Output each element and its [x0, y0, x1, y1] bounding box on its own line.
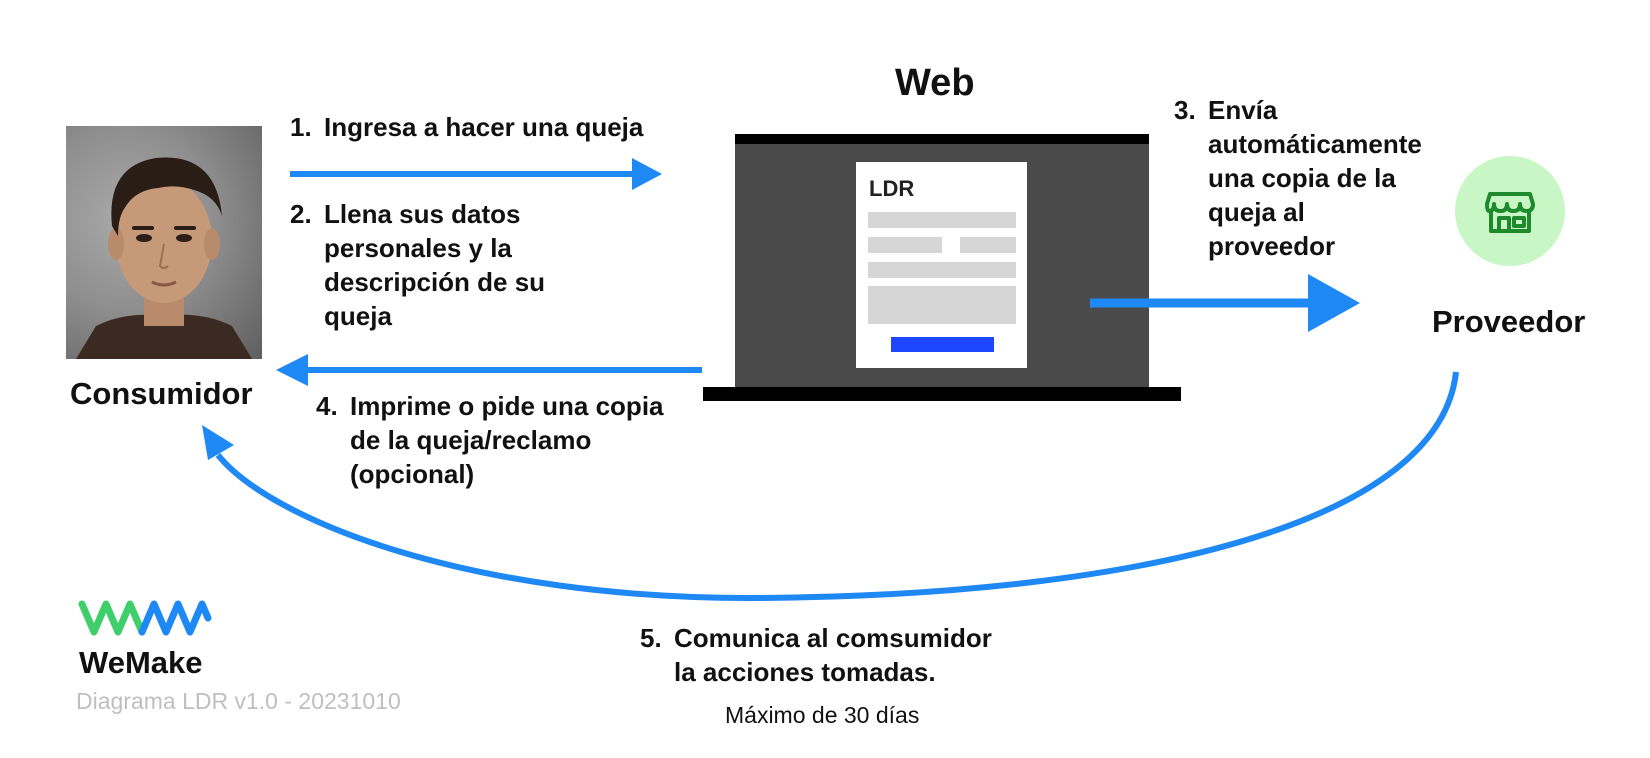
- step-text: Ingresa a hacer una queja: [324, 112, 644, 142]
- step-number: 3.: [1174, 95, 1196, 125]
- step-text: Comunica al comsumidor la acciones tomad…: [674, 623, 992, 687]
- provider-icon-circle: [1455, 156, 1565, 266]
- ldr-form-title: LDR: [869, 176, 915, 201]
- store-icon: [1485, 192, 1535, 233]
- step-number: 4.: [316, 391, 338, 421]
- step-3: 3. Envía automáticamente una copia de la…: [1174, 93, 1422, 263]
- step-1: 1. Ingresa a hacer una queja: [290, 110, 643, 144]
- step-text: Envía automáticamente una copia de la qu…: [1208, 95, 1422, 261]
- step-5: 5. Comunica al comsumidor la acciones to…: [640, 621, 992, 689]
- web-title: Web: [895, 62, 975, 104]
- step-number: 2.: [290, 199, 312, 229]
- consumer-photo: [66, 126, 262, 359]
- arrow-step-4: [276, 354, 702, 386]
- form-field: [868, 262, 1016, 278]
- time-limit-note: Máximo de 30 días: [725, 702, 920, 728]
- laptop-top-bezel: [735, 134, 1149, 144]
- form-field: [868, 212, 1016, 228]
- step-number: 5.: [640, 623, 662, 653]
- step-4: 4. Imprime o pide una copia de la queja/…: [316, 389, 664, 491]
- step-2: 2. Llena sus datos personales y la descr…: [290, 197, 545, 333]
- step-number: 1.: [290, 112, 312, 142]
- form-textarea: [868, 286, 1016, 324]
- step-text: Imprime o pide una copia de la queja/rec…: [350, 391, 664, 489]
- person-photo-icon: [76, 157, 252, 359]
- arrow-step-5: [202, 371, 1459, 602]
- provider-label: Proveedor: [1432, 304, 1586, 339]
- form-submit-button: [891, 337, 994, 352]
- arrow-step-1: [290, 158, 662, 190]
- arrow-step-3: [1090, 274, 1360, 332]
- brand-name: WeMake: [79, 645, 203, 680]
- ldr-form-document: LDR: [856, 162, 1027, 368]
- step-text: Llena sus datos personales y la descripc…: [324, 199, 546, 331]
- wave-logo-icon: [78, 600, 212, 636]
- laptop-base: [703, 387, 1181, 401]
- diagram-caption: Diagrama LDR v1.0 - 20231010: [76, 688, 401, 714]
- consumer-label: Consumidor: [70, 376, 253, 411]
- form-field: [960, 237, 1016, 253]
- form-field: [868, 237, 942, 253]
